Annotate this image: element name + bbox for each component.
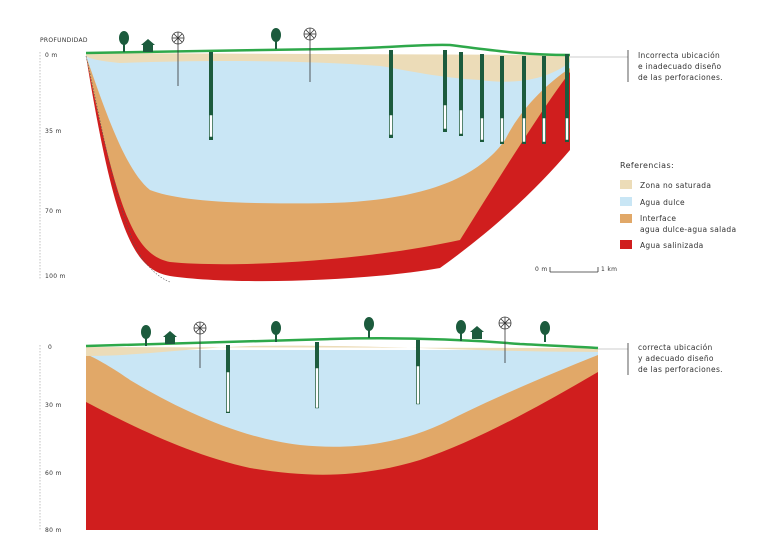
legend-label: Agua dulce [640,198,685,207]
depth-tick-label: 70 m [45,208,62,215]
windmill-icon [193,321,207,368]
bottom-note-line: de las perforaciones. [638,365,723,374]
well-icon [480,54,484,142]
top-note-line: de las perforaciones. [638,73,723,82]
well-icon [459,52,463,136]
bottom-cross-section [85,316,599,530]
legend-label: Interface [640,214,676,223]
legend-label: agua dulce-agua salada [640,225,736,234]
depth-tick-label: 0 [48,344,52,351]
tree-icon [540,321,550,342]
ground-surface-line [85,337,599,350]
tree-icon [364,317,374,338]
bottom-note-line: y adecuado diseño [638,354,714,363]
depth-tick-label: 30 m [45,402,62,409]
depth-tick-label: 35 m [45,128,62,135]
tree-icon [456,320,466,341]
legend-swatch-interface [620,214,632,223]
depth-tick-label: 60 m [45,470,62,477]
house-icon [470,326,484,339]
top-note-line: Incorrecta ubicación [638,51,720,60]
scale-bar: 0 m 1 km [535,266,617,273]
top-cross-section [85,27,571,283]
depth-tick-label: 100 m [45,273,66,280]
depth-tick-label: 0 m [45,52,57,59]
well-icon [389,50,393,138]
fresh-water-layer [86,56,570,204]
top-wells [209,50,569,144]
well-icon [565,54,569,142]
unsaturated-zone [86,345,598,356]
windmill-icon [171,31,185,86]
tree-icon [271,28,281,49]
well-icon [542,56,546,144]
top-well-screens [209,104,569,143]
well-icon [522,56,526,144]
well-icon [500,56,504,144]
bottom-well-screens [226,365,420,413]
bottom-note: correcta ubicación y adecuado diseño de … [598,343,723,375]
legend-swatch-fresh-water [620,197,632,206]
scale-end-label: 1 km [601,266,617,273]
depth-tick-label: 80 m [45,527,62,534]
tree-icon [119,31,129,52]
scale-start-label: 0 m [535,266,547,273]
legend-title: Referencias: [620,161,674,170]
windmill-icon [498,316,512,363]
legend: Referencias: Zona no saturada Agua dulce… [620,161,736,250]
tree-icon [141,325,151,346]
well-icon [209,52,213,140]
house-icon [163,331,177,344]
legend-swatch-unsaturated [620,180,632,189]
depth-axis-title: PROFUNDIDAD [40,37,88,44]
windmill-icon [303,27,317,82]
fresh-water-layer [86,350,598,447]
top-note-line: e inadecuado diseño [638,62,722,71]
top-depth-axis: PROFUNDIDAD 0 m 35 m 70 m 100 m [39,37,88,280]
top-note: Incorrecta ubicación e inadecuado diseño… [570,50,723,82]
legend-label: Agua salinizada [640,241,704,250]
bottom-depth-axis: 0 30 m 60 m 80 m [39,344,62,534]
legend-swatch-saline [620,240,632,249]
ground-surface-line [85,43,571,57]
unsaturated-zone [86,53,570,82]
tree-icon [271,321,281,342]
well-icon [443,50,447,132]
bottom-note-line: correcta ubicación [638,343,713,352]
top-dashed-edge [85,55,171,283]
legend-label: Zona no saturada [640,181,711,190]
house-icon [141,39,155,52]
